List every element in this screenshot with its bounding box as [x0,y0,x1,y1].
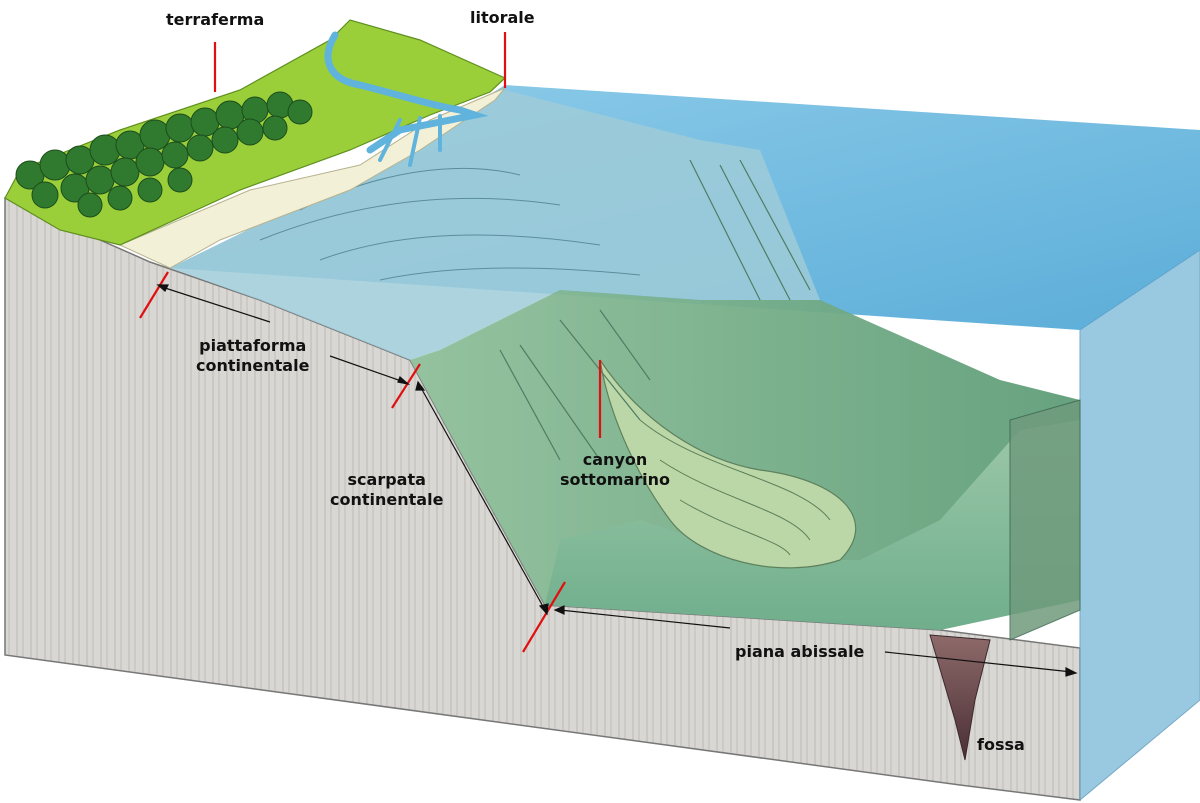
right-escarpment [1009,399,1081,641]
boundary-markers [139,32,602,653]
marker-slope-end [522,581,566,653]
label-canyon-line1: canyon [582,450,648,469]
label-fossa: fossa [977,735,1025,754]
label-piattaforma-line1: piattaforma [199,336,307,355]
continental-shelf [170,90,820,360]
trench-fossa [929,634,991,761]
river [324,31,489,154]
label-canyon-line2: sottomarino [560,470,671,489]
label-scarpata-line1: scarpata [347,470,426,489]
forest-trees [15,91,313,218]
beach-sand [118,87,506,269]
label-scarpata-continentale: scarpata continentale [330,470,443,510]
marker-shelf-start [139,271,169,319]
label-piana-abissale: piana abissale [735,642,865,661]
marker-shelf-end [391,363,421,409]
label-terraferma: terraferma [166,10,265,29]
abyssal-floor [545,420,1080,630]
label-piattaforma-line2: continentale [196,356,310,375]
label-scarpata-line2: continentale [330,490,444,509]
label-canyon-sottomarino: canyon sottomarino [560,450,670,490]
label-litorale: litorale [470,8,535,27]
water-right-face [1079,249,1200,802]
dimension-arrows [156,284,1078,677]
canyon-fan [599,359,857,569]
label-piattaforma-continentale: piattaforma continentale [196,336,309,376]
